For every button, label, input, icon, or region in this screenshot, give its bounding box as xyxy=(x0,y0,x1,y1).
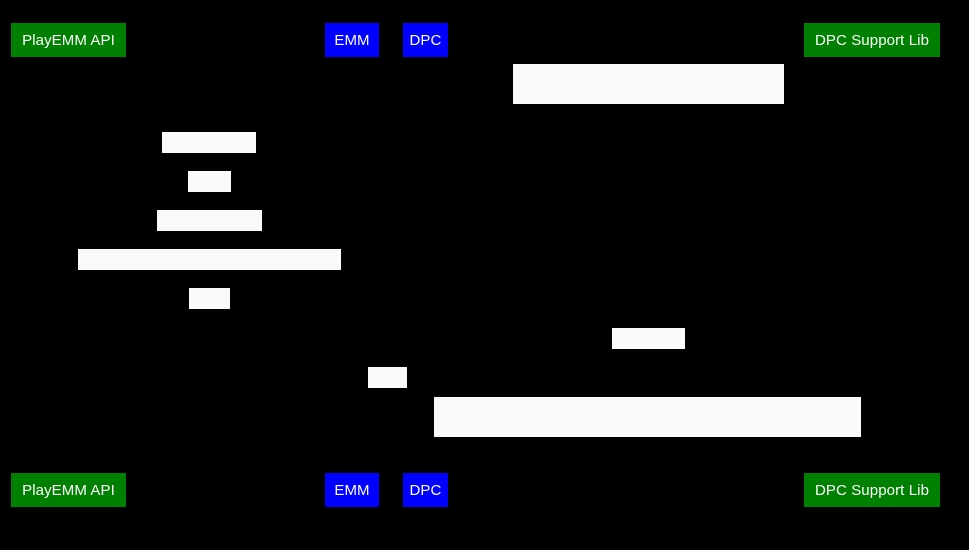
participant-label: DPC xyxy=(409,481,442,499)
participant-label: DPC xyxy=(409,31,442,49)
participant-top-dpc-support-lib[interactable]: DPC Support Lib xyxy=(804,23,940,57)
message-line-1: androidForWorkAccountSupport xyxy=(548,104,749,120)
participant-top-dpc[interactable]: DPC xyxy=(403,23,448,57)
message-line-2: .addAndroidForWorkAccount(token, account… xyxy=(460,494,835,510)
message-label-token-second: token xyxy=(368,367,407,423)
message-line-1: token xyxy=(192,328,227,344)
participant-top-emm[interactable]: EMM xyxy=(325,23,379,57)
message-line-1: token xyxy=(370,407,405,423)
participant-label: DPC Support Lib xyxy=(814,31,930,49)
participant-label: PlayEMM API xyxy=(22,31,115,49)
participant-label: EMM xyxy=(334,481,370,499)
message-label-users-update: users.update() xyxy=(157,210,262,266)
message-label-users-insert: users.insert() xyxy=(162,132,256,188)
participant-label: DPC Support Lib xyxy=(814,481,930,499)
participant-bottom-emm[interactable]: EMM xyxy=(325,473,379,507)
participant-label: PlayEMM API xyxy=(22,481,115,499)
message-label-generate-authentication-token: users.generateAuthenticationToken() xyxy=(78,249,341,305)
message-line-2: .ensureWorkingEnvironment(callback) xyxy=(530,161,767,177)
sequence-diagram-canvas: PlayEMM API EMM DPC DPC Support Lib andr… xyxy=(11,23,940,510)
participant-bottom-dpc-support-lib[interactable]: DPC Support Lib xyxy=(804,473,940,507)
message-label-token-first: token xyxy=(189,288,230,344)
participant-label: EMM xyxy=(334,31,370,49)
participant-top-playemm-api[interactable]: PlayEMM API xyxy=(11,23,126,57)
participant-bottom-dpc[interactable]: DPC xyxy=(403,473,448,507)
message-line-1: androidForWorkAccountSupport xyxy=(547,437,748,453)
message-label-callback: callback() xyxy=(612,328,685,384)
message-label-ensure-working-environment: androidForWorkAccountSupport .ensureWork… xyxy=(513,64,784,177)
participant-bottom-playemm-api[interactable]: PlayEMM API xyxy=(11,473,126,507)
message-label-user-id: userID xyxy=(188,171,231,227)
message-label-add-android-for-work-account: androidForWorkAccountSupport .addAndroid… xyxy=(434,397,861,510)
message-line-1: callback() xyxy=(618,368,679,384)
